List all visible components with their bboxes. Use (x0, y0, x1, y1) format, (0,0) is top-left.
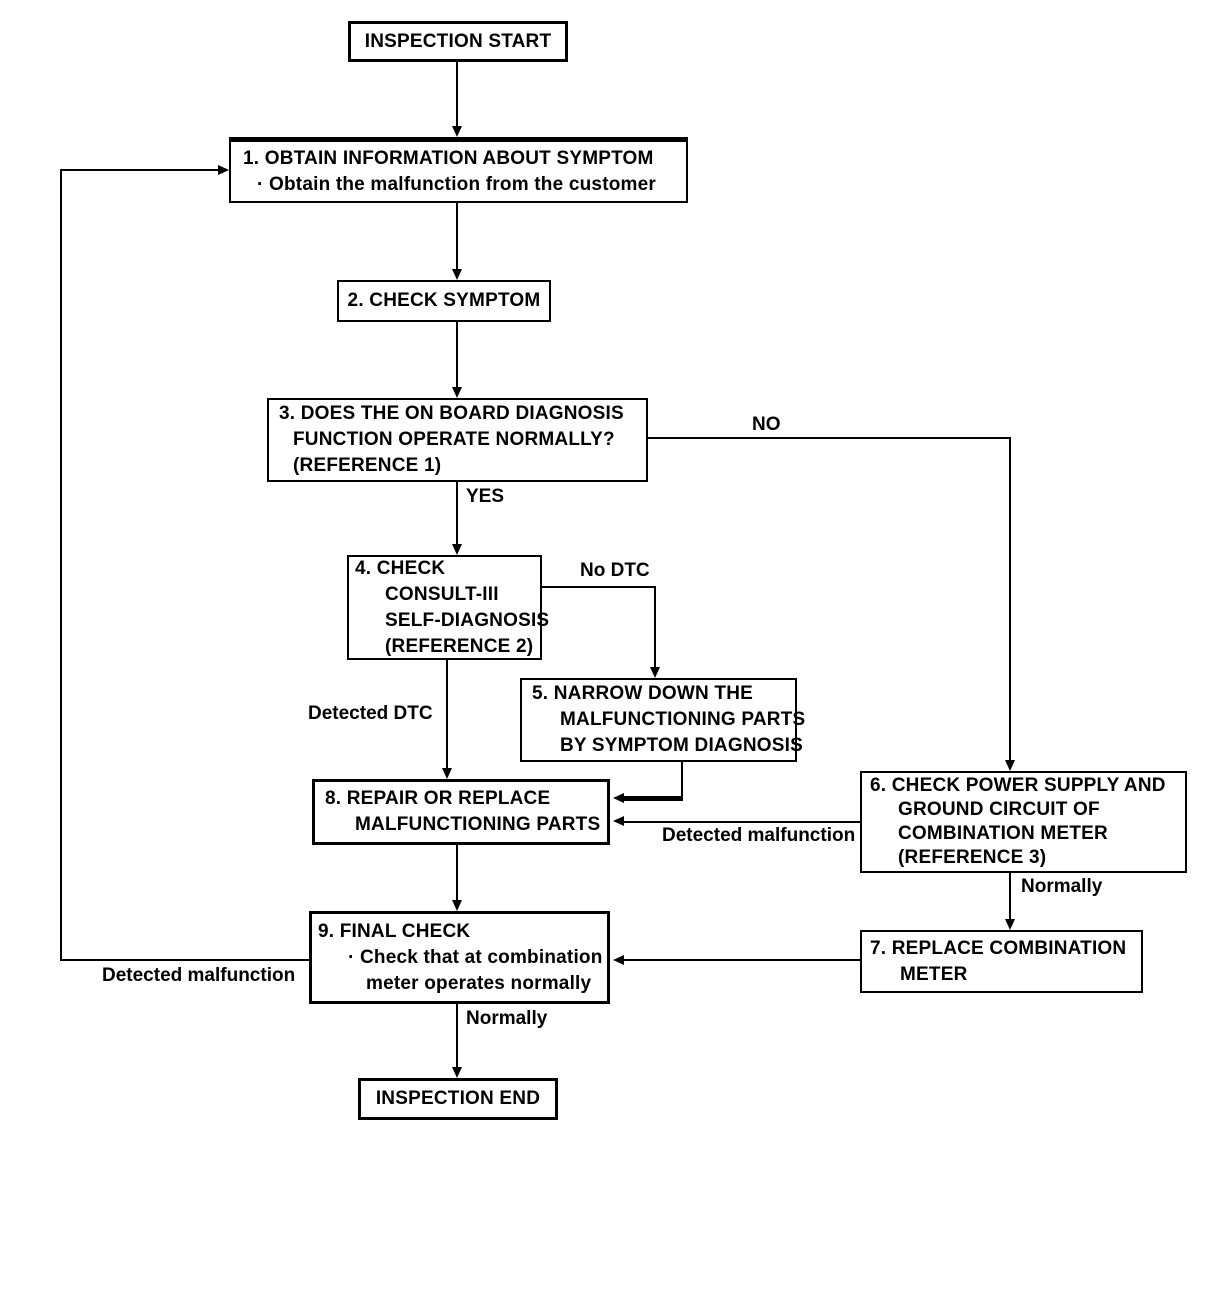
node-title: 1. OBTAIN INFORMATION ABOUT SYMPTOM (243, 147, 654, 169)
arrowhead-into-5 (650, 667, 660, 678)
edge-label-no-dtc: No DTC (580, 560, 650, 581)
node-reference: (REFERENCE 1) (293, 455, 442, 476)
edge-label-normally-9: Normally (466, 1008, 548, 1029)
node-title: 7. REPLACE COMBINATION (870, 937, 1127, 959)
arrowhead-into-2 (452, 269, 462, 280)
node-detail-cont: meter operates normally (366, 972, 592, 994)
arrowhead-into-1-left (218, 165, 229, 175)
node-title-cont: SELF-DIAGNOSIS (385, 609, 550, 631)
arrowhead-into-7 (1005, 919, 1015, 930)
connector-5-to-8-vertical (681, 762, 683, 798)
node-8-repair-or-replace: 8. REPAIR OR REPLACE MALFUNCTIONING PART… (312, 779, 610, 845)
node-title-cont: BY SYMPTOM DIAGNOSIS (560, 735, 803, 756)
connector-6-to-7 (1009, 873, 1011, 920)
node-title: 4. CHECK (355, 557, 446, 579)
edge-label-normally-6: Normally (1021, 876, 1103, 897)
connector-4-to-5-horizontal (542, 586, 656, 588)
connector-6-to-8 (624, 821, 860, 823)
node-reference: (REFERENCE 2) (385, 635, 534, 657)
node-detail: · Check that at combination (348, 946, 603, 968)
node-title-cont: FUNCTION OPERATE NORMALLY? (293, 429, 615, 450)
arrowhead-into-3 (452, 387, 462, 398)
node-6-check-power-supply: 6. CHECK POWER SUPPLY AND GROUND CIRCUIT… (860, 771, 1187, 873)
node-inspection-start: INSPECTION START (348, 21, 568, 62)
connector-9-to-1-bottom (61, 959, 309, 961)
node-title-cont: COMBINATION METER (898, 823, 1108, 844)
node-title-cont: CONSULT-III (385, 583, 499, 605)
node-label: INSPECTION START (364, 30, 552, 52)
arrowhead-into-4 (452, 544, 462, 555)
node-3-on-board-diagnosis: 3. DOES THE ON BOARD DIAGNOSIS FUNCTION … (267, 398, 648, 482)
connector-3-to-6-no-vertical (1009, 437, 1011, 761)
node-title-cont: GROUND CIRCUIT OF (898, 799, 1100, 820)
node-title: 9. FINAL CHECK (318, 920, 471, 942)
edge-label-detected-malfunction-left: Detected malfunction (102, 965, 296, 986)
connector-start-to-1 (456, 62, 458, 127)
arrowhead-into-9-top (452, 900, 462, 911)
node-title: 5. NARROW DOWN THE (532, 683, 754, 704)
edge-label-detected-dtc: Detected DTC (308, 703, 433, 724)
arrowhead-into-8-right-upper (613, 793, 624, 803)
edge-label-no: NO (752, 414, 781, 435)
node-label: INSPECTION END (375, 1088, 541, 1109)
connector-4-to-8 (446, 660, 448, 769)
connector-3-to-6-no-horizontal (648, 437, 1011, 439)
arrowhead-into-end (452, 1067, 462, 1078)
node-title: 6. CHECK POWER SUPPLY AND (870, 775, 1166, 796)
connector-5-to-8-horizontal (624, 796, 683, 801)
node-title-cont: METER (900, 963, 968, 985)
node-title: 8. REPAIR OR REPLACE (325, 788, 551, 809)
node-2-check-symptom: 2. CHECK SYMPTOM (337, 280, 551, 322)
connector-2-to-3 (456, 322, 458, 388)
arrowhead-into-8-top (442, 768, 452, 779)
node-detail: · Obtain the malfunction from the custom… (257, 173, 656, 195)
connector-4-to-5-vertical (654, 586, 656, 669)
node-title: 2. CHECK SYMPTOM (347, 290, 541, 311)
arrowhead-into-6 (1005, 760, 1015, 771)
arrowhead-into-8-right-lower (613, 816, 624, 826)
connector-1-to-2 (456, 203, 458, 270)
connector-9-to-1-vertical (60, 169, 62, 961)
connector-3-to-4-yes (456, 482, 458, 545)
connector-8-to-9 (456, 845, 458, 902)
connector-9-to-end (456, 1004, 458, 1068)
node-1-obtain-information: 1. OBTAIN INFORMATION ABOUT SYMPTOM · Ob… (229, 137, 688, 203)
node-title-cont: MALFUNCTIONING PARTS (355, 814, 601, 835)
node-7-replace-combination-meter: 7. REPLACE COMBINATION METER (860, 930, 1143, 993)
node-reference: (REFERENCE 3) (898, 847, 1047, 868)
arrowhead-into-1 (452, 126, 462, 137)
node-title-cont: MALFUNCTIONING PARTS (560, 709, 806, 730)
edge-label-detected-malfunction-right: Detected malfunction (662, 825, 856, 846)
arrowhead-into-9-right (613, 955, 624, 965)
edge-label-yes: YES (466, 486, 505, 507)
node-9-final-check: 9. FINAL CHECK · Check that at combinati… (309, 911, 610, 1004)
connector-9-to-1-top (60, 169, 218, 171)
node-5-narrow-down-parts: 5. NARROW DOWN THE MALFUNCTIONING PARTS … (520, 678, 806, 762)
node-4-check-consult: 4. CHECK CONSULT-III SELF-DIAGNOSIS (REF… (347, 555, 550, 660)
node-inspection-end: INSPECTION END (358, 1078, 558, 1120)
connector-7-to-9 (624, 959, 860, 961)
node-title: 3. DOES THE ON BOARD DIAGNOSIS (279, 403, 624, 424)
